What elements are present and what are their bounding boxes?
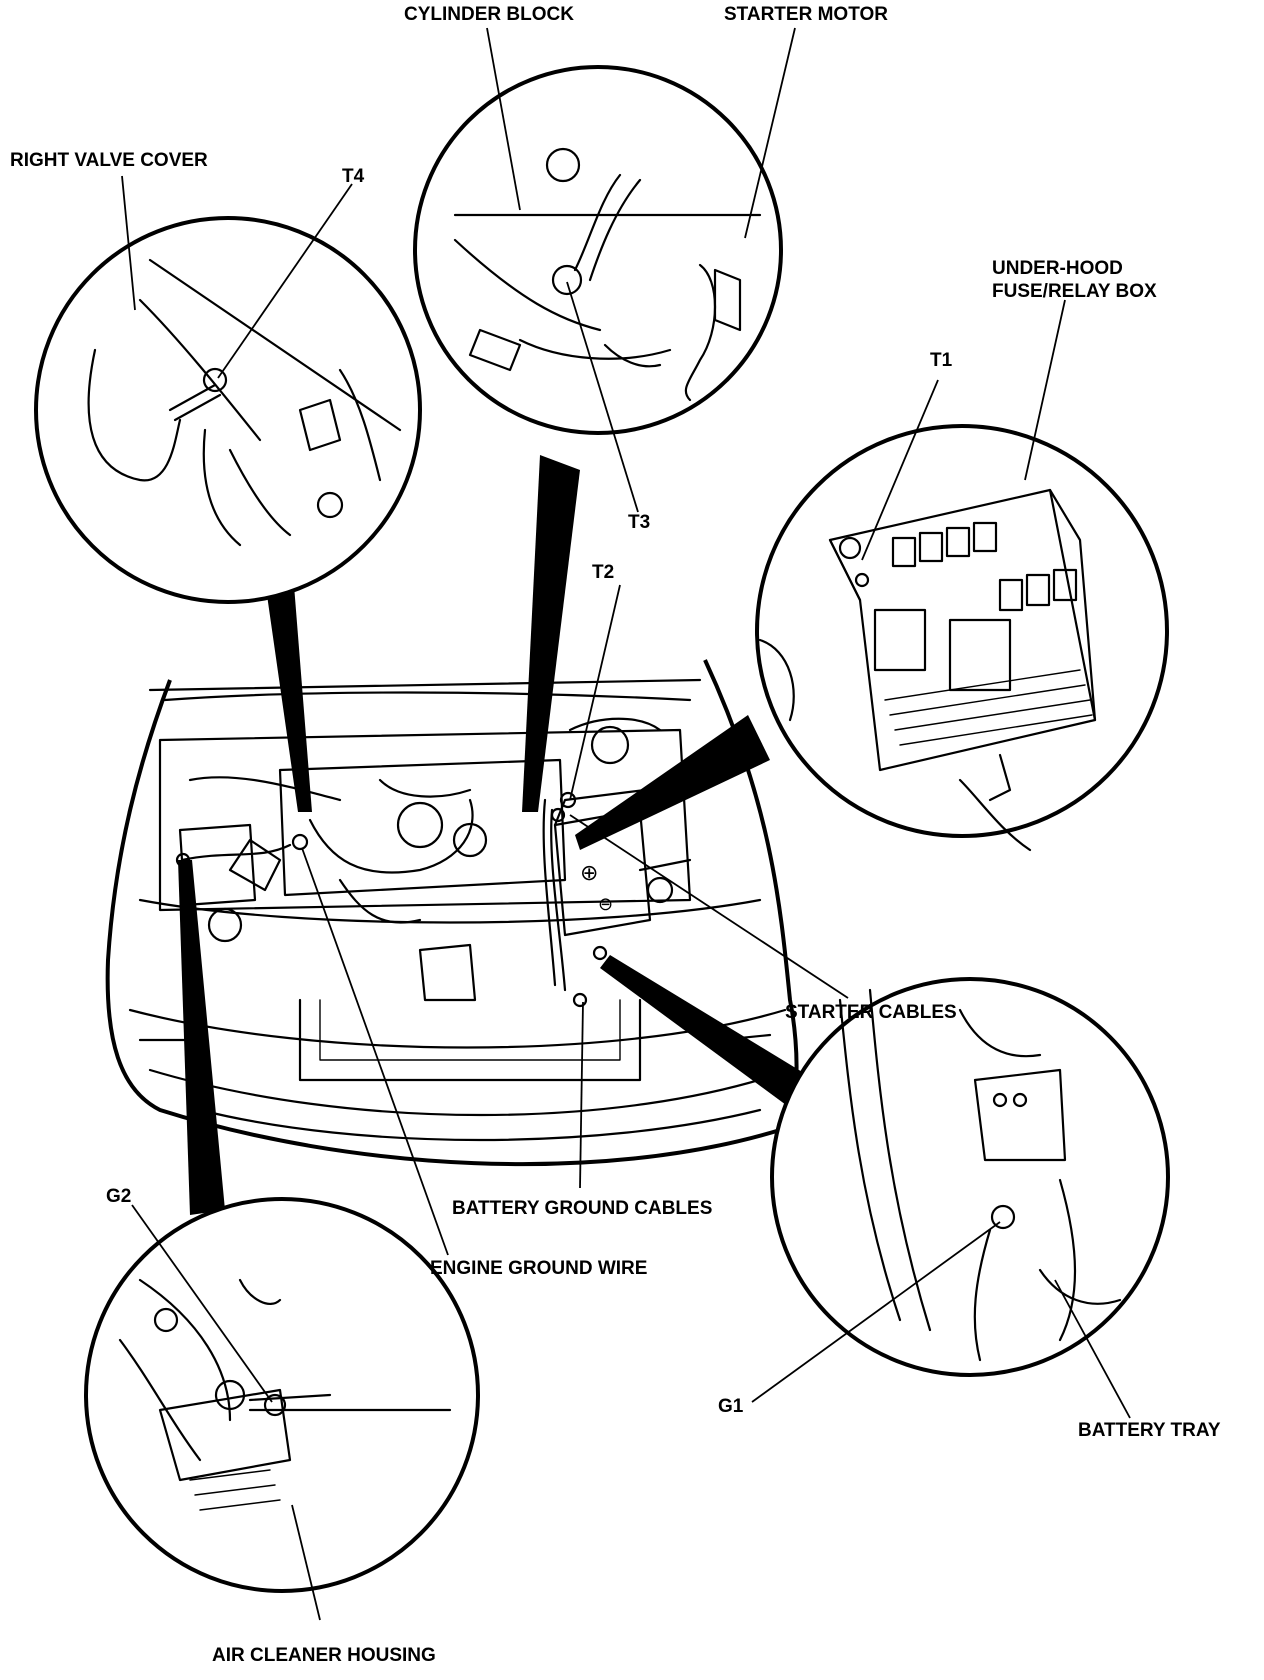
- car-body: [105, 659, 799, 1167]
- leader-fuse-box: [1024, 299, 1066, 481]
- bubble-t1: [755, 424, 1169, 852]
- label-under-hood-line2: FUSE/RELAY BOX: [992, 281, 1157, 302]
- label-t2: T2: [592, 562, 615, 583]
- label-right-valve-cover: RIGHT VALVE COVER: [10, 150, 208, 171]
- label-t1: T1: [930, 350, 953, 371]
- label-starter-cables: STARTER CABLES: [785, 1002, 957, 1023]
- leader-g2: [131, 1204, 273, 1403]
- leader-starter-cables: [569, 814, 849, 999]
- battery-positive-symbol: ⊕: [580, 860, 598, 885]
- label-g1: G1: [718, 1396, 744, 1417]
- leader-engine-ground: [301, 847, 449, 1256]
- label-battery-ground-cables: BATTERY GROUND CABLES: [452, 1198, 713, 1219]
- leader-starter-motor: [744, 27, 796, 239]
- leader-t1: [861, 379, 939, 561]
- leader-battery-tray: [1054, 1279, 1131, 1419]
- leader-g1: [751, 1221, 1001, 1403]
- leader-lines: [121, 27, 1131, 1621]
- battery: ⊕ ⊖: [553, 788, 652, 937]
- label-g2: G2: [106, 1186, 132, 1207]
- label-air-cleaner-housing: AIR CLEANER HOUSING: [212, 1645, 436, 1666]
- wedge-t3: [522, 455, 580, 812]
- leader-air-cleaner: [291, 1504, 321, 1621]
- label-t3: T3: [628, 512, 651, 533]
- wedge-t1: [575, 715, 770, 850]
- label-battery-tray: BATTERY TRAY: [1078, 1420, 1221, 1441]
- label-engine-ground-wire: ENGINE GROUND WIRE: [430, 1258, 648, 1279]
- label-cylinder-block: CYLINDER BLOCK: [404, 4, 574, 25]
- leader-t4: [217, 183, 353, 379]
- leader-battery-ground: [579, 1001, 584, 1189]
- leader-t3: [566, 281, 639, 513]
- bubble-t3: [413, 65, 783, 435]
- wedge-g1: [600, 955, 840, 1130]
- leader-cylinder-block: [486, 27, 521, 211]
- bubble-t4: [34, 216, 422, 604]
- wedge-g2: [178, 860, 225, 1215]
- engine-bay: ⊕ ⊖: [158, 717, 692, 1008]
- label-t4: T4: [342, 166, 365, 187]
- label-starter-motor: STARTER MOTOR: [724, 4, 888, 25]
- bubble-g1: [770, 977, 1170, 1377]
- bubble-g2: [84, 1197, 480, 1593]
- leader-right-valve-cover: [121, 175, 136, 311]
- wedge-t4: [262, 560, 312, 812]
- label-under-hood-line1: UNDER-HOOD: [992, 258, 1123, 279]
- battery-negative-symbol: ⊖: [598, 894, 613, 914]
- leader-t2: [569, 584, 621, 801]
